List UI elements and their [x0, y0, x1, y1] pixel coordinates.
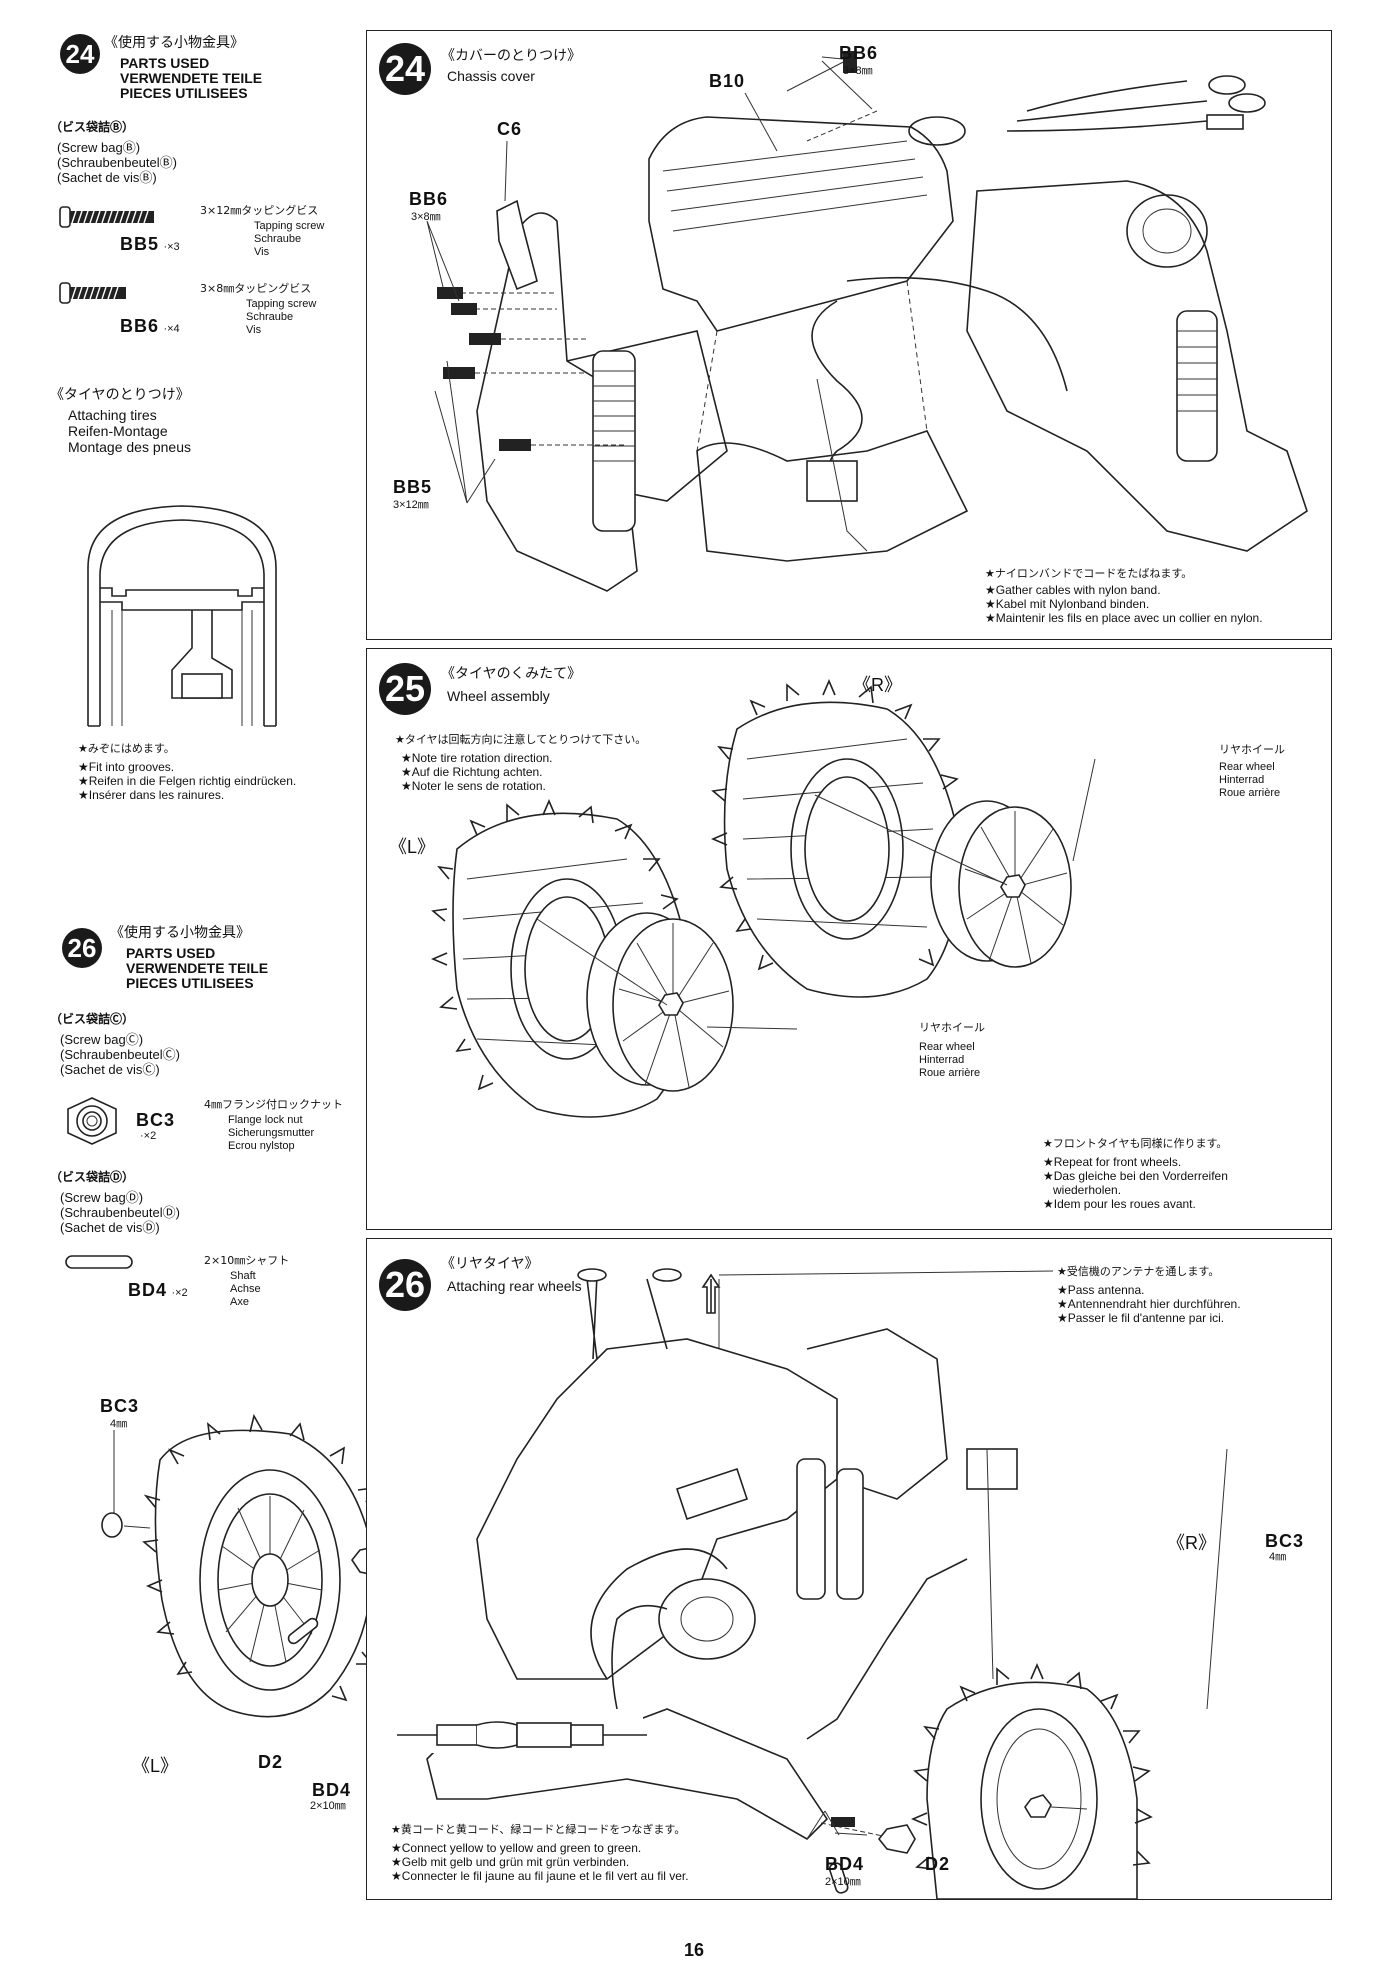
bd4-jp: 2×10㎜シャフト [204, 1254, 290, 1267]
p26-bc3-label: BC3 [1265, 1531, 1305, 1551]
bb5-code: BB5 [120, 234, 160, 254]
p24-bb5-size: 3×12㎜ [393, 499, 429, 511]
p25-notes: ★Note tire rotation direction.★Auf die R… [401, 751, 553, 793]
p25-front-notes: ★Repeat for front wheels.★Das gleiche be… [1043, 1155, 1228, 1211]
bc3-qty: ·×2 [140, 1130, 157, 1142]
p24-jp-title: 《カバーのとりつけ》 [441, 48, 582, 64]
bb6-code-line: BB6 ·×4 [120, 316, 180, 337]
p24-b10-label: B10 [709, 71, 746, 91]
step-25-panel: 25 《タイヤのくみたて》 Wheel assembly 《R》 ★タイヤは回転… [366, 648, 1332, 1230]
left-wheel-l-label: 《L》 [132, 1756, 179, 1776]
p26-bc3-size: 4㎜ [1269, 1551, 1287, 1563]
p24-title: Chassis cover [447, 68, 535, 84]
p26-antenna-jp: ★受信機のアンテナを通します。 [1057, 1265, 1220, 1278]
bc3-jp: 4㎜フランジ付ロックナット [204, 1098, 343, 1111]
bd4-code: BD4 [128, 1280, 168, 1300]
p25-rear-r-jp: リヤホイール [1219, 743, 1285, 756]
p24-step-badge: 24 [379, 43, 431, 95]
rear-wheel-install-figure [395, 1268, 1228, 1900]
p26-conn-notes: ★Connect yellow to yellow and green to g… [391, 1841, 689, 1883]
p26-d2-label: D2 [925, 1854, 951, 1874]
p26-title: Attaching rear wheels [447, 1278, 582, 1294]
bc3-code: BC3 [136, 1110, 176, 1130]
p26-r-label: 《R》 [1167, 1533, 1216, 1553]
p26-antenna-notes: ★Pass antenna.★Antennendraht hier durchf… [1057, 1283, 1241, 1325]
page-number: 16 [684, 1940, 705, 1960]
p24-bb5-label: BB5 [393, 477, 433, 497]
bc3-left-label: BC3 [100, 1396, 140, 1416]
tire-cross-section-figure [87, 505, 277, 727]
p24-c6-label: C6 [497, 119, 523, 139]
s26-bagD-text: (Screw bagⒹ)(SchraubenbeutelⒹ)(Sachet de… [60, 1190, 180, 1235]
bb5-screw-icon [59, 206, 154, 228]
s26-bagC-text: (Screw bagⒸ)(SchraubenbeutelⒸ)(Sachet de… [60, 1032, 180, 1077]
s24-bag-text: (Screw bagⒷ)(SchraubenbeutelⒷ)(Sachet de… [57, 140, 177, 185]
p24-bb6-top-label: BB6 [839, 43, 879, 63]
p25-note-jp: ★タイヤは回転方向に注意してとりつけて下さい。 [395, 733, 647, 746]
p26-conn-jp: ★黄コードと黄コード、緑コードと緑コードをつなぎます。 [391, 1823, 686, 1836]
s26-bagC-jp: （ビス袋詰Ⓒ） [50, 1012, 135, 1026]
p25-front-jp: ★フロントタイヤも同様に作ります。 [1043, 1137, 1228, 1150]
bb5-jp: 3×12㎜タッピングビス [200, 204, 319, 217]
flange-lock-nut-icon [67, 1097, 117, 1145]
s24-bag-jp: （ビス袋詰Ⓑ） [50, 120, 135, 134]
shaft-icon [65, 1255, 133, 1269]
step-24-panel: 24 《カバーのとりつけ》 Chassis cover [366, 30, 1332, 640]
bd4-code-line: BD4 ·×2 [128, 1280, 188, 1301]
chassis-cover-figure [426, 51, 1308, 592]
bd4-qty: ·×2 [171, 1287, 188, 1299]
tires-jp-title: 《タイヤのとりつけ》 [50, 387, 190, 403]
p26-bd4-size: 2×10㎜ [825, 1876, 861, 1888]
tires-notes: ★Fit into grooves.★Reifen in die Felgen … [78, 760, 297, 802]
p26-bd4-label: BD4 [825, 1854, 865, 1874]
bb6-code: BB6 [120, 316, 160, 336]
bb6-screw-icon [59, 282, 126, 304]
tires-note-jp: ★みぞにはめます。 [78, 742, 175, 755]
step-26-panel: 26 《リヤタイヤ》 Attaching rear wheels ★受信機のアン… [366, 1238, 1332, 1900]
s26-bagD-jp: （ビス袋詰Ⓓ） [50, 1170, 135, 1184]
p26-jp-title: 《リヤタイヤ》 [441, 1256, 539, 1272]
bb5-code-line: BB5 ·×3 [120, 234, 180, 255]
p25-jp-title: 《タイヤのくみたて》 [441, 666, 582, 682]
bc3-left-size: 4㎜ [110, 1418, 128, 1430]
p25-step-badge: 25 [379, 663, 431, 715]
step-26-badge: 26 [62, 928, 102, 968]
p24-note-jp: ★ナイロンバンドでコードをたばねます。 [985, 567, 1193, 580]
p24-bb6-size: 3×8㎜ [411, 211, 441, 223]
bb6-jp: 3×8㎜タッピングビス [200, 282, 312, 295]
s24-parts-jp-title: 《使用する小物金具》 [104, 35, 244, 51]
p25-rear-l-jp: リヤホイール [919, 1021, 985, 1034]
wheel-assembly-figure [430, 678, 1096, 1118]
p25-title: Wheel assembly [447, 688, 550, 704]
bb5-qty: ·×3 [163, 241, 180, 253]
bd4-left-label: BD4 [312, 1780, 352, 1800]
p26-step-badge: 26 [379, 1259, 431, 1311]
p24-notes: ★Gather cables with nylon band.★Kabel mi… [985, 583, 1263, 625]
s26-parts-jp-title: 《使用する小物金具》 [110, 925, 250, 941]
p25-r-label: 《R》 [853, 675, 902, 695]
p24-bb6-label: BB6 [409, 189, 449, 209]
bd4-left-size: 2×10㎜ [310, 1800, 346, 1812]
bb6-qty: ·×4 [163, 323, 180, 335]
p25-l-label: 《L》 [389, 837, 436, 857]
step-24-badge: 24 [60, 34, 100, 74]
d2-left-label: D2 [258, 1752, 284, 1772]
p24-bb6-top-size: 3×8㎜ [843, 65, 873, 77]
